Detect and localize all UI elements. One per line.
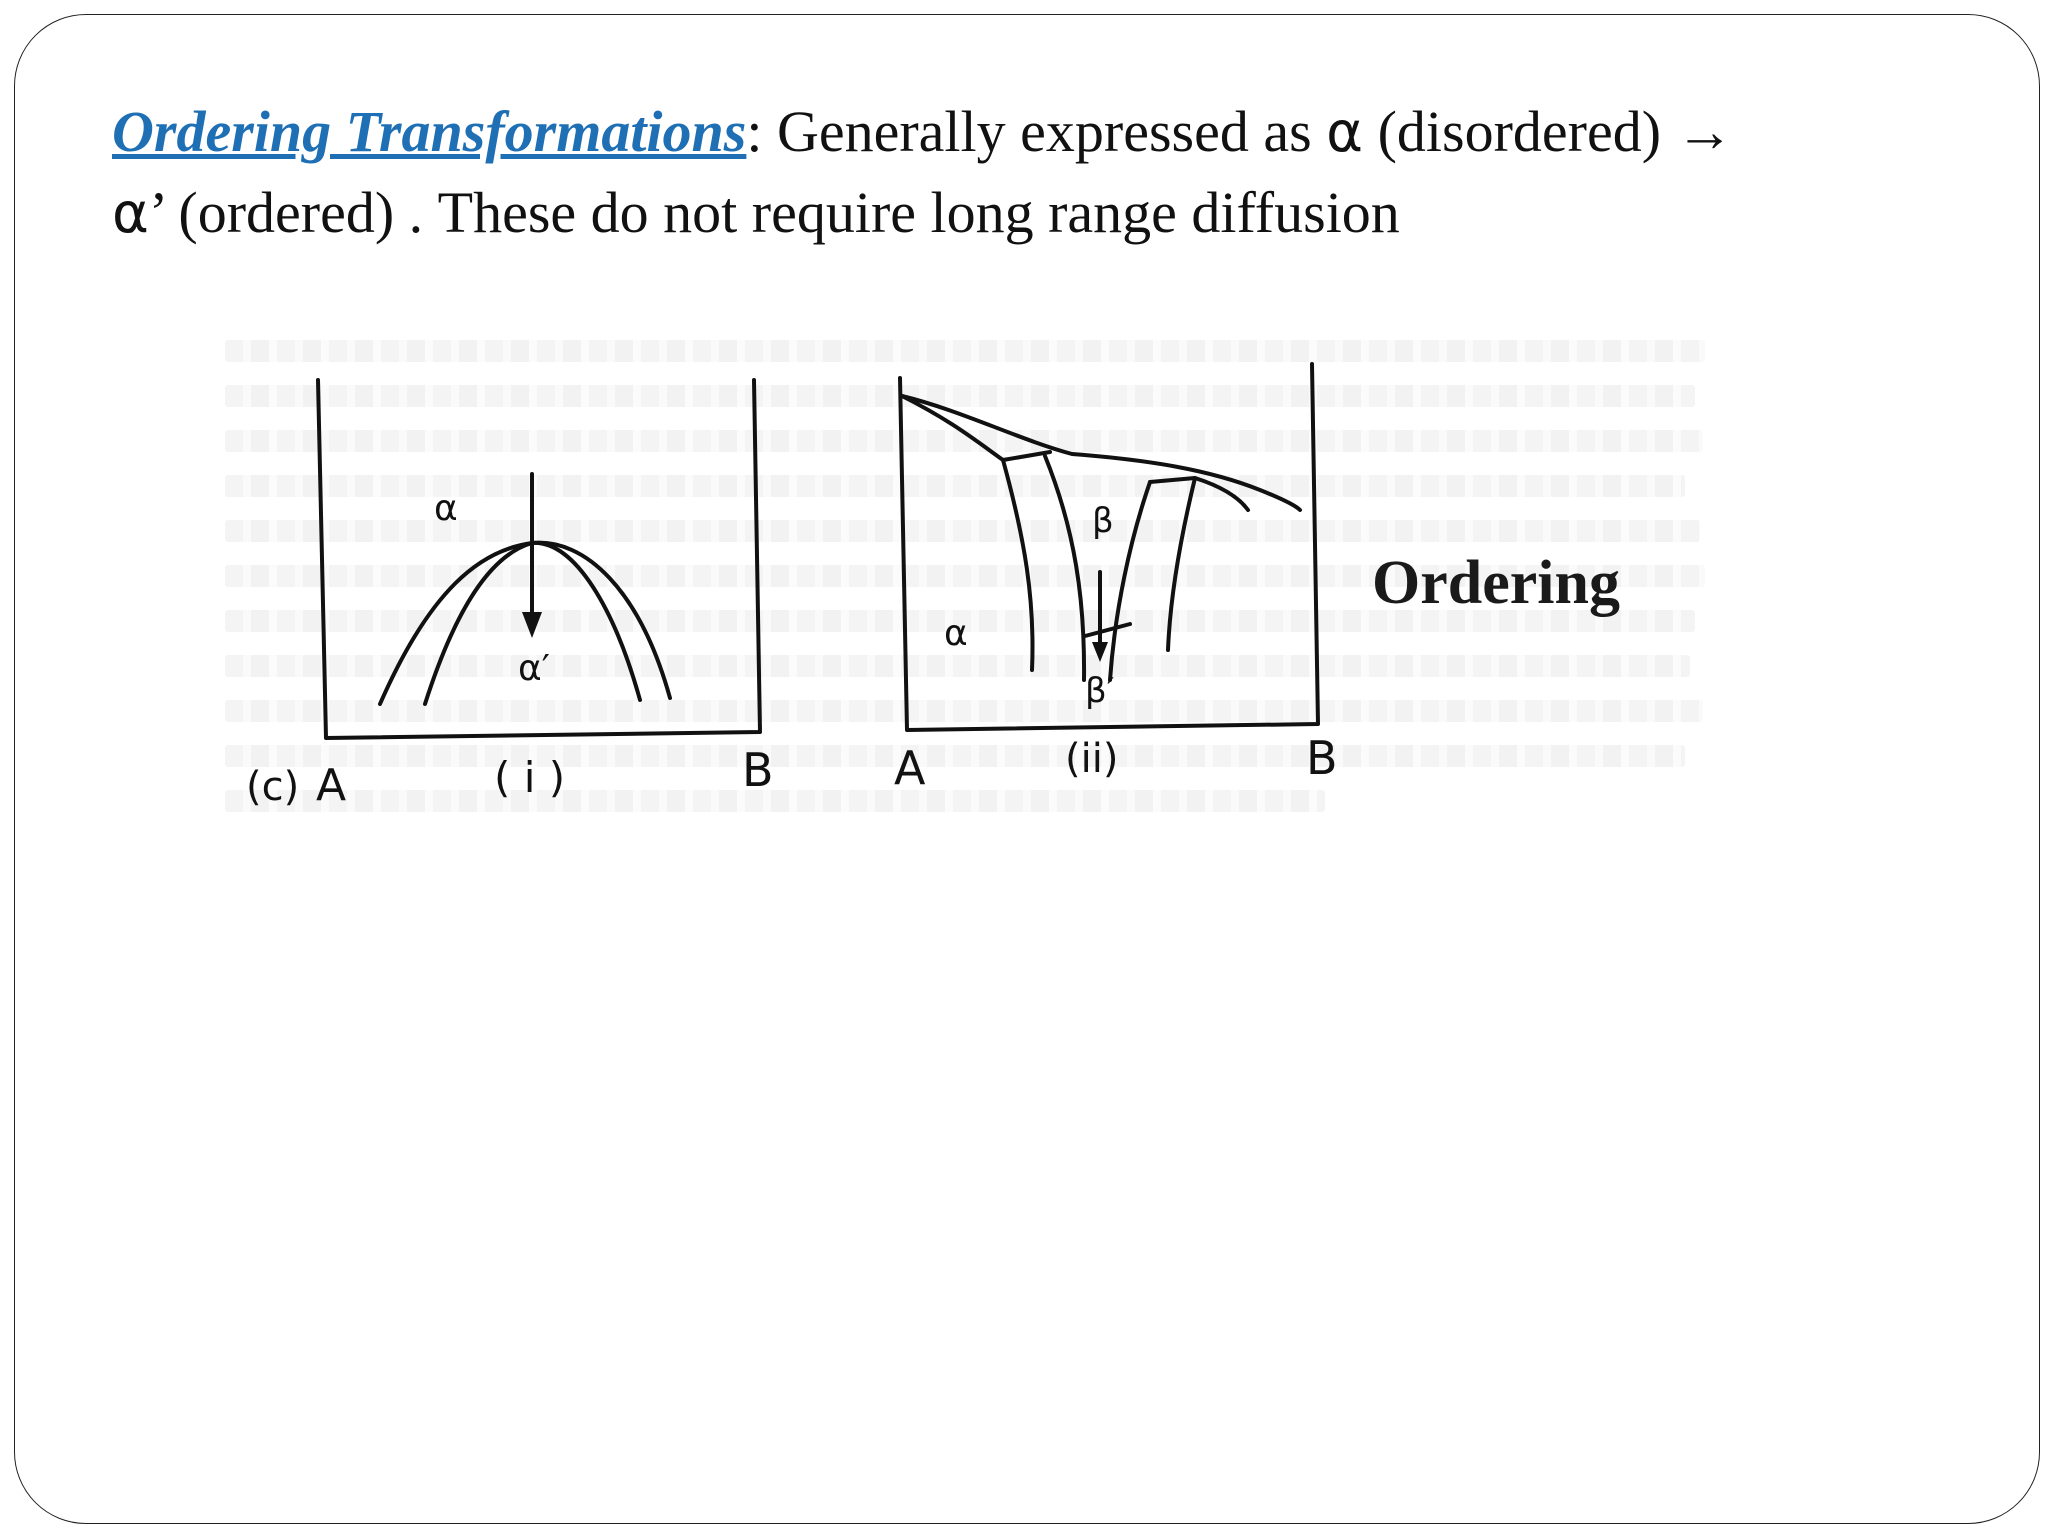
diagram-ii-beta-left-2 [1043, 454, 1087, 682]
diagram-ii-phase-beta: β [1092, 501, 1114, 541]
slide-frame [14, 14, 2040, 1524]
diagram-i-phase-alpha: α [434, 488, 458, 529]
alpha-symbol: α [1326, 100, 1364, 165]
diagram-ii-component-b: B [1306, 731, 1338, 785]
diagram-ii-beta-left-1 [1001, 458, 1035, 672]
diagram-ii-phase-alpha: α [944, 613, 968, 654]
diagram-i-caption: ( i ) [494, 753, 565, 802]
alpha-prime-symbol: α [112, 181, 149, 246]
heading-link[interactable]: Ordering Transformations [112, 99, 747, 164]
diagram-ii-left-segment [1001, 450, 1052, 462]
scanned-text-background [225, 330, 1715, 850]
diagram-ii-ordering-line [1083, 622, 1132, 638]
diagram-ii-axes [898, 362, 1320, 732]
diagram-ii-component-a: A [894, 741, 926, 795]
slide-heading: Ordering Transformations: Generally expr… [112, 92, 1912, 254]
diagram-i-axes [316, 378, 762, 740]
heading-text-1: Generally expressed as [762, 99, 1327, 164]
diagram-i-prefix: (c) [246, 764, 299, 810]
diagram-ii-arrowhead [1092, 642, 1108, 662]
diagram-ii-beta-right-1 [1108, 480, 1152, 682]
diagram-ii-left-arc [900, 394, 1005, 462]
diagram-ii-right-segment [1148, 476, 1250, 512]
diagram-i-arrowhead [522, 612, 542, 638]
ordering-label: Ordering [1372, 549, 1620, 617]
diagram-ii-caption: (ii) [1065, 736, 1118, 782]
diagram-ii-phase-beta-prime: β′ [1085, 671, 1114, 711]
diagram-ii-top-curve [900, 394, 1302, 512]
diagram-ii-beta-right-2 [1166, 476, 1197, 652]
diagram-i-component-b: B [742, 743, 774, 797]
heading-text-3: ’ (ordered) . These do not require long … [148, 180, 1400, 245]
heading-text-2: (disordered) → [1363, 99, 1734, 164]
diagram-i-component-a: A [316, 760, 346, 811]
diagram-i-phase-alpha-prime: α′ [518, 648, 550, 689]
heading-colon: : [746, 99, 763, 164]
